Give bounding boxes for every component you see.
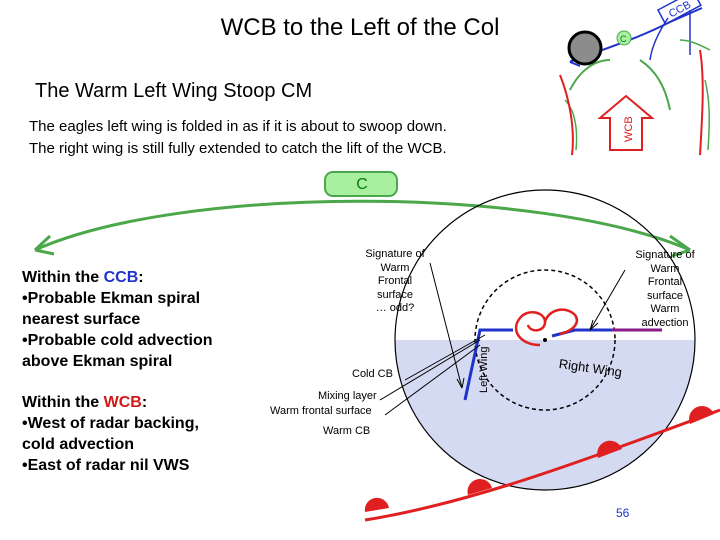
inset-wcb-label: WCB xyxy=(623,116,635,142)
signature-right-annotation: Signature of Warm Frontal surface Warm a… xyxy=(610,249,720,330)
ccb-bullet: above Ekman spiral xyxy=(22,353,173,370)
signature-left-line: … odd? xyxy=(375,302,415,314)
ccb-bullet: •Probable Ekman spiral xyxy=(22,290,201,307)
ccb-heading-prefix: Within the xyxy=(22,269,104,286)
wcb-bullet: •East of radar nil VWS xyxy=(22,457,190,474)
signature-right-line: advection xyxy=(641,316,689,329)
ccb-heading: Within the CCB: xyxy=(22,267,213,288)
ccb-panel: Within the CCB: •Probable Ekman spiral n… xyxy=(22,267,213,372)
wcb-heading-prefix: Within the xyxy=(22,394,104,411)
mixing-layer-label: Mixing layer xyxy=(318,390,377,402)
signature-left-annotation: Signature of Warm Frontal surface … odd? xyxy=(345,248,445,316)
signature-right-line: surface xyxy=(646,289,684,302)
ccb-heading-suffix: : xyxy=(138,269,144,286)
signature-left-line: Warm xyxy=(380,261,410,274)
slide-subtitle: The Warm Left Wing Stoop CM xyxy=(35,80,313,102)
wcb-heading: Within the WCB: xyxy=(22,392,199,413)
page-number: 56 xyxy=(616,506,630,520)
signature-right-line: Frontal xyxy=(647,276,683,288)
wcb-bullet: cold advection xyxy=(22,436,135,453)
signature-right-line: Warm xyxy=(650,303,680,315)
inset-col-label: C xyxy=(620,34,627,44)
left-wing-label: Left Wing xyxy=(478,346,490,393)
wcb-term: WCB xyxy=(103,394,142,411)
signature-right-line: Warm xyxy=(650,262,680,275)
wcb-panel: Within the WCB: •West of radar backing, … xyxy=(22,392,199,476)
warm-cb-label: Warm CB xyxy=(323,425,371,437)
slide-title: WCB to the Left of the Col xyxy=(220,14,500,41)
description-line-2: The right wing is still fully extended t… xyxy=(29,140,447,157)
wcb-bullet: •West of radar backing, xyxy=(22,415,199,432)
ccb-bullet: nearest surface xyxy=(22,311,141,328)
ccb-bullet: •Probable cold advection xyxy=(22,332,213,349)
signature-left-line: surface xyxy=(376,288,414,301)
signature-left-line: Signature of xyxy=(365,248,425,260)
inset-map: CCB C WCB xyxy=(559,0,711,156)
warm-frontal-surface-label: Warm frontal surface xyxy=(270,405,372,417)
ccb-term: CCB xyxy=(103,269,139,286)
signature-left-line: Frontal xyxy=(377,275,413,287)
description-line-1: The eagles left wing is folded in as if … xyxy=(29,118,447,135)
cold-cb-label: Cold CB xyxy=(352,368,393,380)
col-c-label: C xyxy=(356,176,368,193)
wcb-heading-suffix: : xyxy=(141,394,148,411)
signature-right-line: Signature of xyxy=(635,249,695,261)
